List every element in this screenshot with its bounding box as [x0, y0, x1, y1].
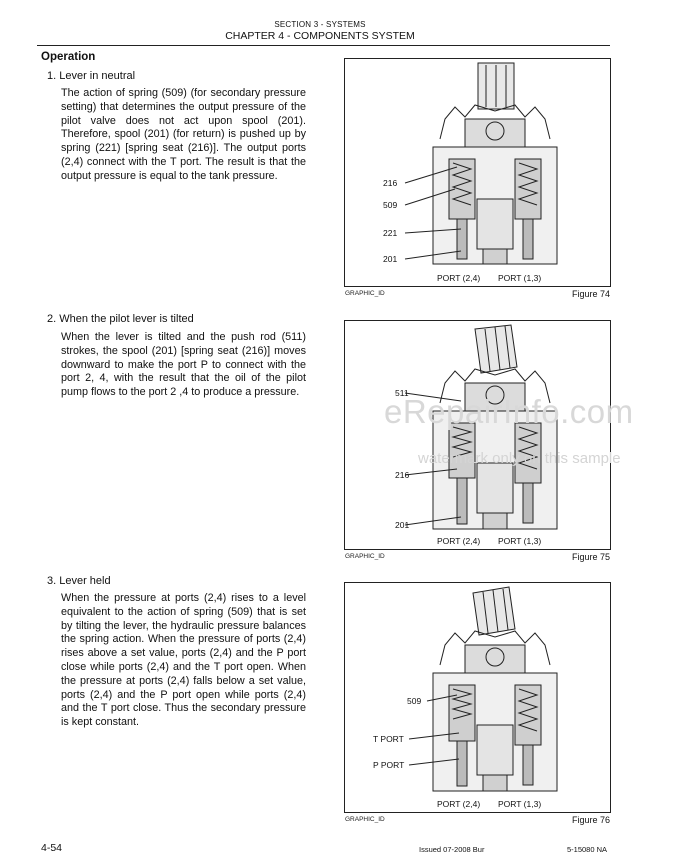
- step-2-title: 2. When the pilot lever is tilted: [47, 313, 194, 325]
- page-number: 4-54: [41, 842, 63, 854]
- fig75-port-13: PORT (1,3): [498, 536, 541, 546]
- pilot-valve-diagram-held: 509 T PORT P PORT PORT (2,4) PORT (1,3): [373, 586, 558, 809]
- page-header: SECTION 3 - SYSTEMS CHAPTER 4 - COMPONEN…: [0, 20, 640, 43]
- fig76-label-p-port: P PORT: [373, 760, 404, 770]
- figure-76-graphic-id: GRAPHIC_ID: [345, 816, 385, 823]
- step-1-title: 1. Lever in neutral: [47, 70, 136, 82]
- fig75-port-24: PORT (2,4): [437, 536, 480, 546]
- fig75-label-201: 201: [395, 520, 409, 530]
- section-title: SECTION 3 - SYSTEMS: [274, 20, 366, 29]
- fig75-label-511: 511: [395, 388, 409, 398]
- header-rule: [37, 45, 610, 46]
- fig75-label-216: 216: [395, 470, 409, 480]
- fig76-port-13: PORT (1,3): [498, 799, 541, 809]
- chapter-title: CHAPTER 4 - COMPONENTS SYSTEM: [225, 30, 415, 42]
- figure-76-box: 509 T PORT P PORT PORT (2,4) PORT (1,3): [344, 582, 611, 813]
- fig74-label-221: 221: [383, 228, 397, 238]
- issue-date: Issued 07-2008 Bur: [419, 845, 485, 854]
- figure-75-box: 511 216 201 PORT (2,4) PORT (1,3): [344, 320, 611, 550]
- fig74-port-24: PORT (2,4): [437, 273, 480, 283]
- figure-74-graphic-id: GRAPHIC_ID: [345, 290, 385, 297]
- fig74-label-509: 509: [383, 200, 397, 210]
- step-3-title: 3. Lever held: [47, 575, 111, 587]
- figure-76-caption: Figure 76: [571, 815, 610, 825]
- fig76-port-24: PORT (2,4): [437, 799, 480, 809]
- fig74-port-13: PORT (1,3): [498, 273, 541, 283]
- fig76-label-509: 509: [407, 696, 421, 706]
- figure-75-graphic-id: GRAPHIC_ID: [345, 553, 385, 560]
- step-1-text: The action of spring (509) (for secondar…: [61, 87, 306, 182]
- watermark-subtext: watermark only on this sample: [418, 450, 621, 467]
- step-2-text: When the lever is tilted and the push ro…: [61, 331, 306, 399]
- figure-74-caption: Figure 74: [571, 289, 610, 299]
- step-3-text: When the pressure at ports (2,4) rises t…: [61, 592, 306, 729]
- figure-74-box: 216 509 221 201 PORT (2,4) PORT (1,3): [344, 58, 611, 287]
- fig76-label-t-port: T PORT: [373, 734, 404, 744]
- document-code: 5-15080 NA: [567, 845, 608, 854]
- watermark-text: eRepairInfo.com: [384, 393, 634, 430]
- operation-heading: Operation: [41, 51, 96, 63]
- fig74-label-216: 216: [383, 178, 397, 188]
- fig74-label-201: 201: [383, 254, 397, 264]
- pilot-valve-diagram-tilted: 511 216 201 PORT (2,4) PORT (1,3): [395, 324, 558, 546]
- figure-75-caption: Figure 75: [571, 552, 610, 562]
- pilot-valve-diagram-neutral: 216 509 221 201 PORT (2,4) PORT (1,3): [383, 62, 558, 283]
